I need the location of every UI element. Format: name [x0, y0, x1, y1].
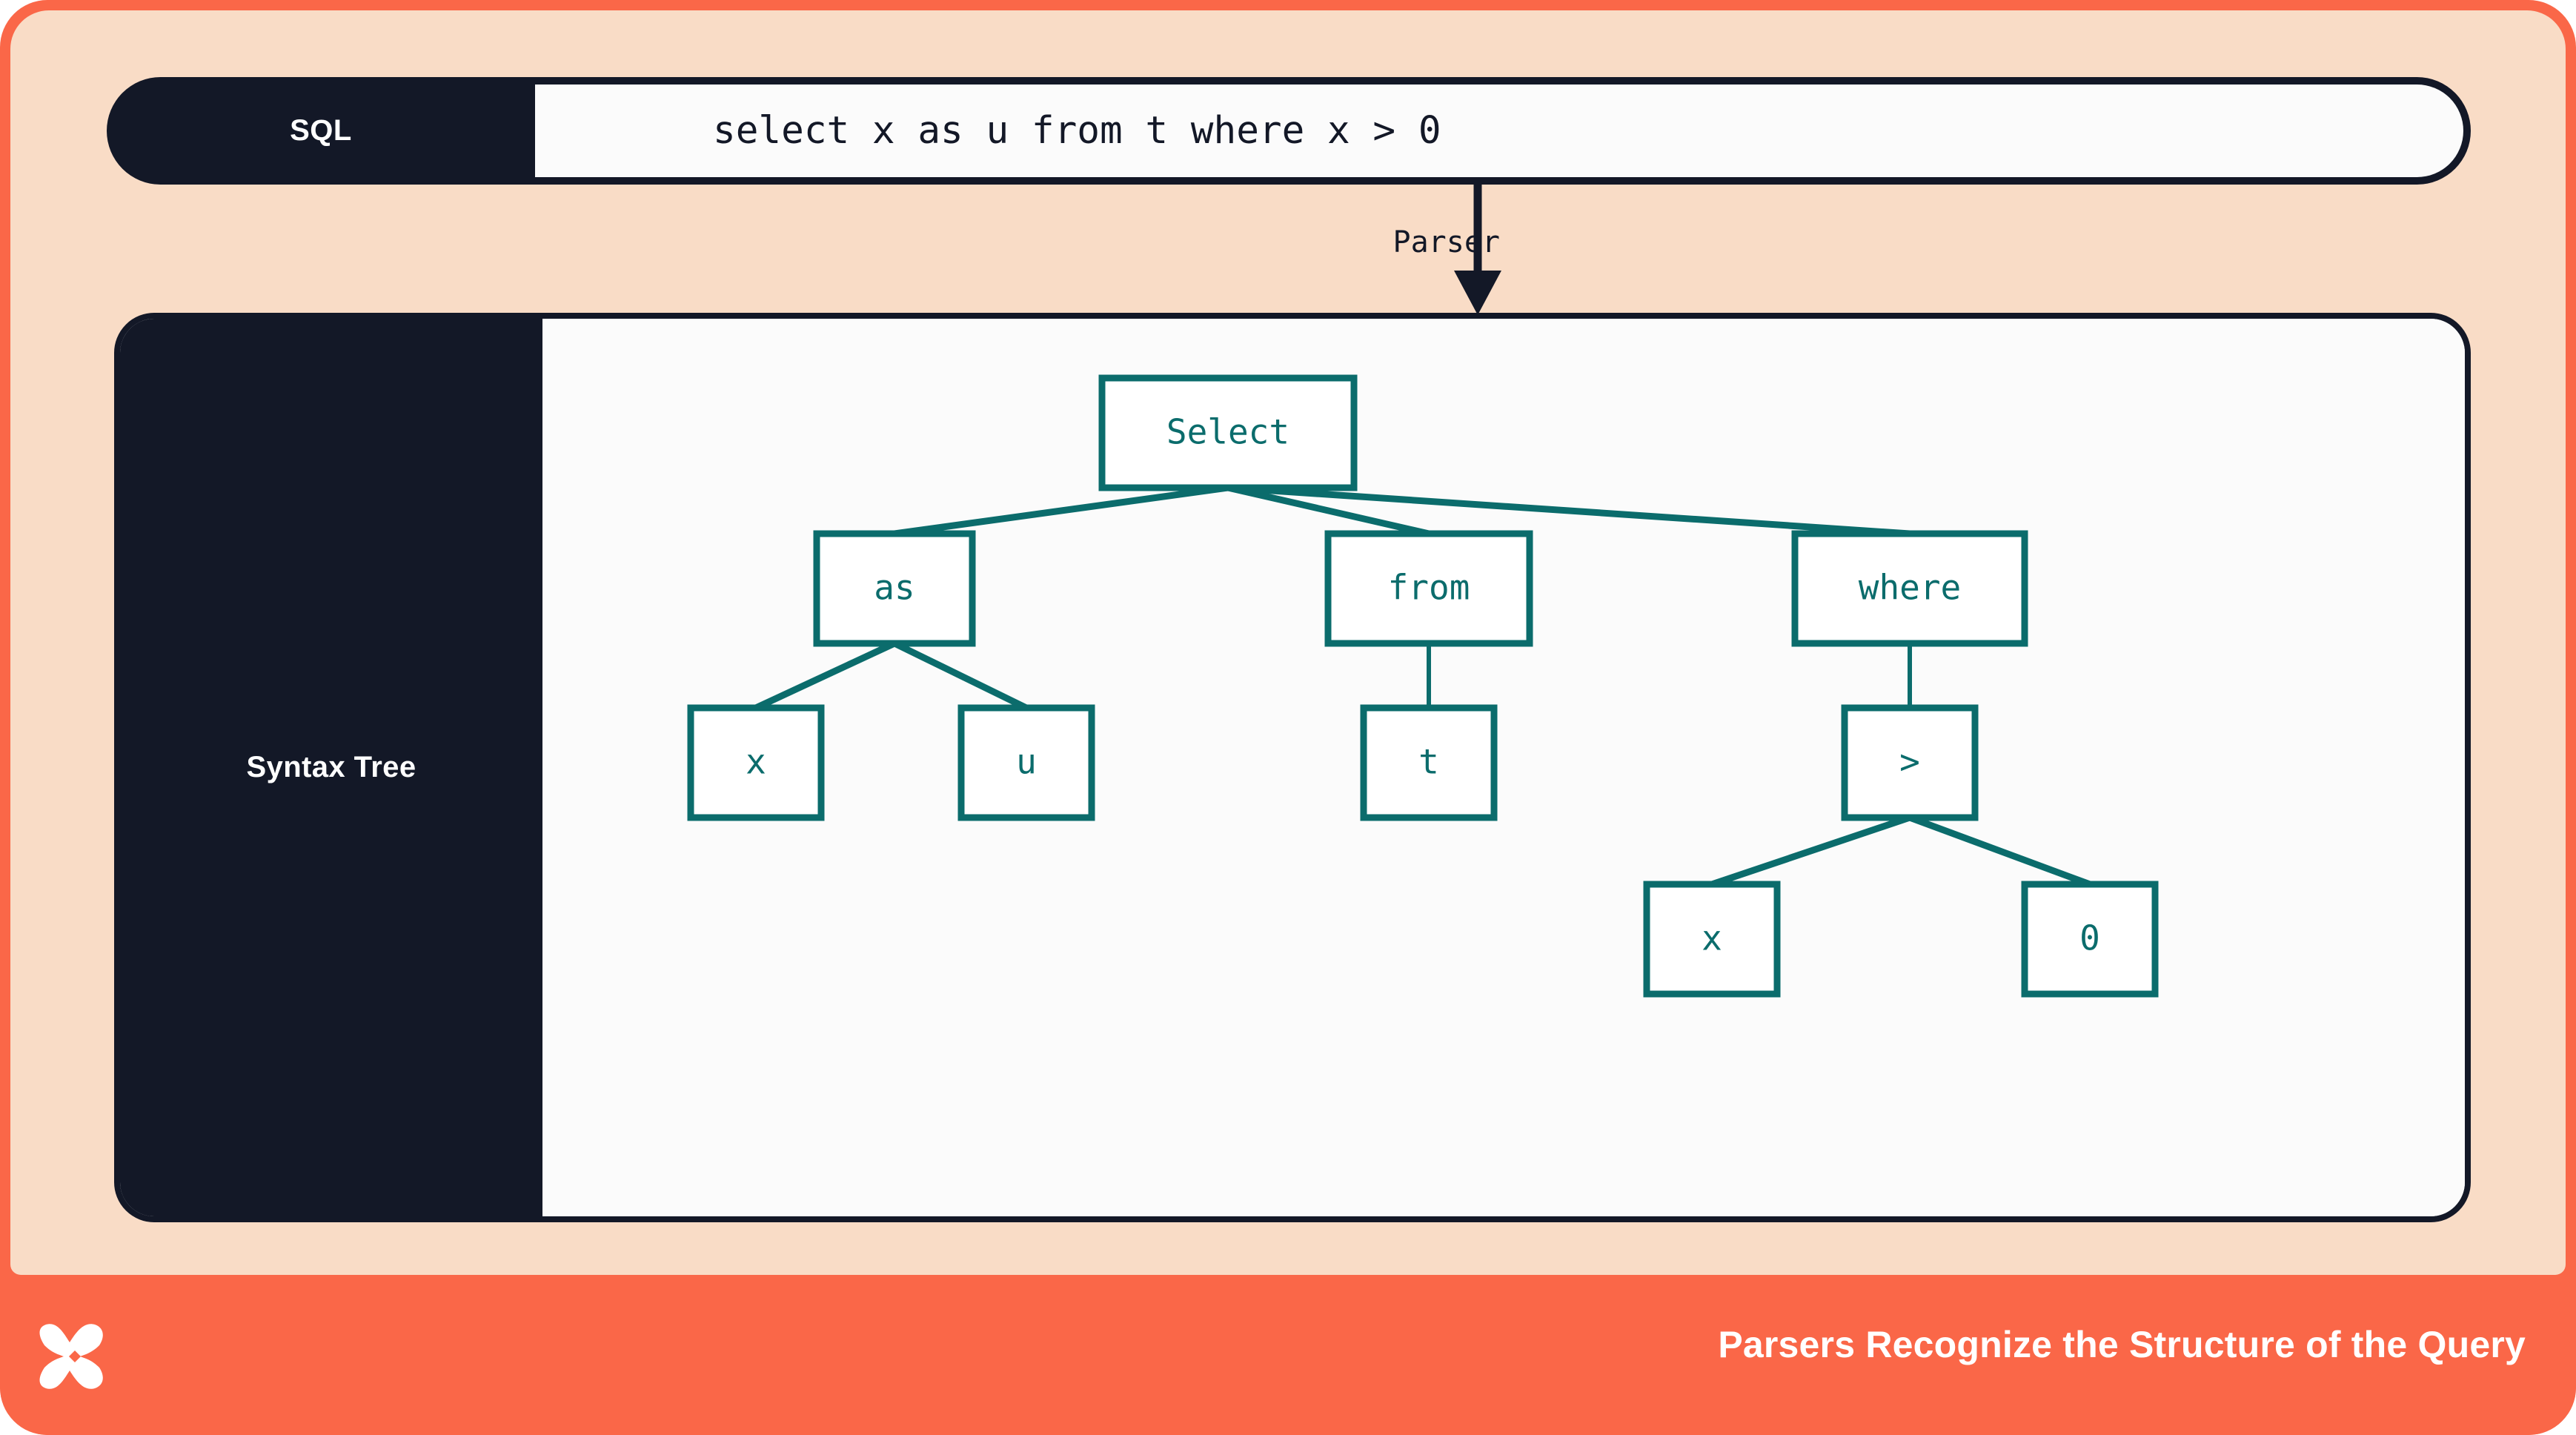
tree-node-label: x [746, 742, 766, 782]
tree-node-box [1841, 704, 1979, 821]
tree-node-gt_x[interactable]: x [1643, 881, 1781, 998]
tree-node-group: Select as from where x u t > x 0 [687, 374, 2159, 998]
tree-node-label: Select [1166, 412, 1289, 452]
tree-node-label: x [1702, 918, 1722, 958]
tree-edge [1226, 484, 1430, 537]
footer-bar [0, 1275, 2576, 1435]
tree-node-as_u[interactable]: u [957, 704, 1095, 821]
syntax-tree-stage: Select as from where x u t > x 0 [542, 319, 2465, 1216]
tree-node-gt[interactable]: > [1841, 704, 1979, 821]
tree-node-label: 0 [2079, 918, 2100, 958]
tree-edge [893, 640, 1028, 712]
tree-edge [754, 640, 896, 712]
tree-node-box [1791, 530, 2028, 647]
tree-edge [1710, 814, 1911, 888]
tree-node-box [957, 704, 1095, 821]
tree-node-box [1643, 881, 1781, 998]
tree-node-where[interactable]: where [1791, 530, 2028, 647]
tree-node-gt_0[interactable]: 0 [2021, 881, 2159, 998]
tree-node-box [1360, 704, 1498, 821]
tree-edge [1227, 484, 1911, 537]
tree-node-label: from [1388, 568, 1470, 608]
tree-node-from_t[interactable]: t [1360, 704, 1498, 821]
tree-node-box [1324, 530, 1533, 647]
syntax-tree-panel: Syntax Tree Select as from where x u t > x 0 [114, 313, 2471, 1222]
syntax-tree-graph: Select as from where x u t > x 0 [687, 374, 2159, 998]
syntax-tree-sidebar: Syntax Tree [120, 319, 542, 1216]
tree-node-as_x[interactable]: x [687, 704, 825, 821]
slide-canvas: SQL select x as u from t where x > 0 Par… [10, 10, 2566, 1275]
tree-edge [894, 484, 1229, 537]
parser-step-label: Parser [1392, 225, 1501, 259]
tree-edge [1908, 814, 2091, 888]
parser-arrow-icon [1454, 183, 1501, 315]
tree-node-box [2021, 881, 2159, 998]
sql-query-text: select x as u from t where x > 0 [713, 109, 1441, 153]
syntax-tree-sidebar-label: Syntax Tree [246, 751, 416, 783]
tree-edge-group [754, 484, 2091, 888]
tree-node-from[interactable]: from [1324, 530, 1533, 647]
sql-input-bar: SQL select x as u from t where x > 0 [107, 77, 2471, 185]
tree-node-box [687, 704, 825, 821]
butterfly-x-logo-icon [39, 1324, 103, 1389]
sql-bar-label: SQL [290, 114, 352, 147]
tree-node-label: > [1899, 742, 1920, 782]
tree-node-as[interactable]: as [813, 530, 976, 647]
tree-node-label: u [1016, 742, 1037, 782]
sql-query-field[interactable]: select x as u from t where x > 0 [535, 84, 2463, 177]
footer-tagline: Parsers Recognize the Structure of the Q… [1718, 1324, 2526, 1365]
tree-node-label: as [874, 568, 914, 608]
tree-node-box [813, 530, 976, 647]
tree-node-label: where [1859, 568, 1961, 608]
tree-node-label: t [1418, 742, 1439, 782]
tree-node-box [1098, 374, 1358, 491]
tree-node-select[interactable]: Select [1098, 374, 1358, 491]
